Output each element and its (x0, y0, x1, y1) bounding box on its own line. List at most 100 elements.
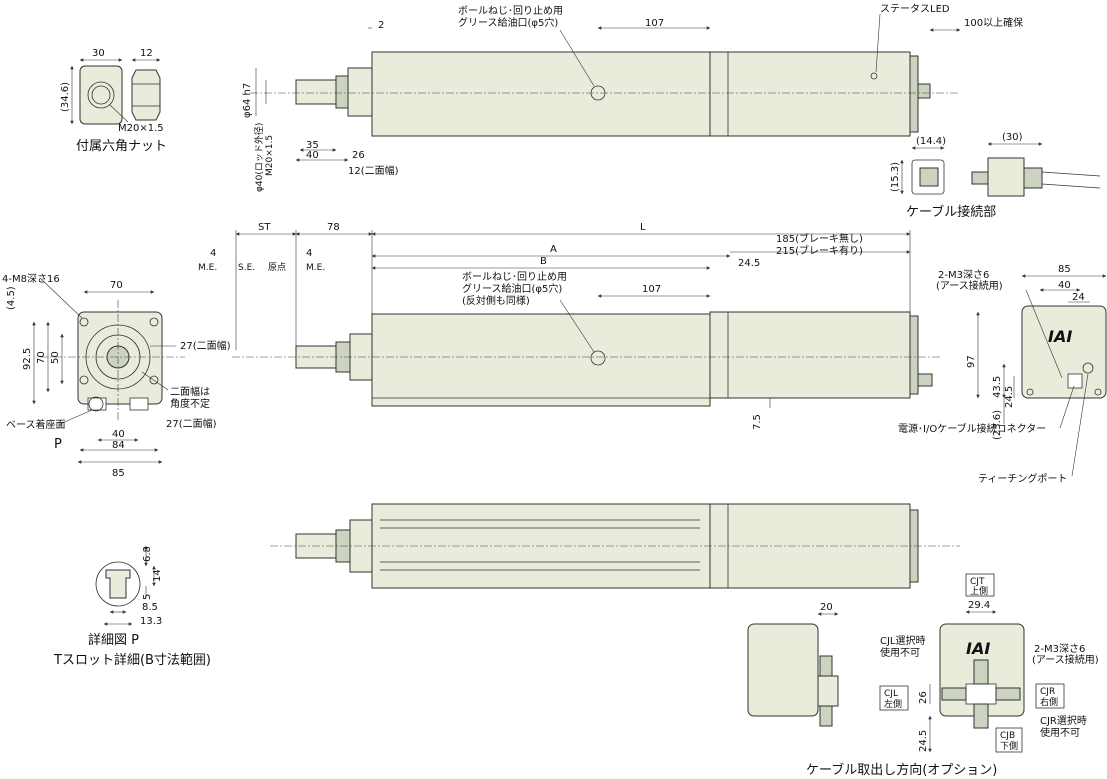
top-cover (909, 55, 919, 133)
top-dim-107: 107 (645, 18, 664, 29)
side-dim-107: 107 (642, 284, 661, 295)
conn-dim-15-3: (15.3) (890, 162, 901, 192)
opt-cjr-1: CJR (1040, 687, 1055, 697)
opt-cable-left (941, 687, 967, 701)
side-grease-2: グリース給油口(φ5穴) (462, 282, 562, 295)
rear-dim-43-5: 43.5 (992, 376, 1003, 398)
conn-dim-14-4: (14.4) (916, 136, 946, 147)
rear-dim-97: 97 (966, 355, 977, 368)
detail-dim-5: 5 (142, 594, 153, 600)
nut-dim-12: 12 (140, 48, 153, 59)
opt-cjb-1: CJB (1000, 731, 1015, 741)
nut-dim-34-6: (34.6) (60, 82, 71, 112)
top-grease-note-2: グリース給油口(φ5穴) (458, 16, 558, 29)
front-dim-27a: 27(二面幅) (180, 339, 231, 352)
side-view: ST 78 L 4 4 M.E. S.E. 原点 M.E. A B 185(ブレ… (198, 222, 940, 430)
side-dim-7-5: 7.5 (752, 414, 763, 430)
top-flange (347, 67, 373, 117)
rear-dim-85: 85 (1058, 264, 1071, 275)
front-note-1: 二面幅は (170, 385, 210, 398)
front-dim-84: 84 (112, 440, 125, 451)
detail-t-slot (105, 569, 131, 599)
opt-cjb-box (995, 727, 1023, 753)
opt-cjr-box (1035, 683, 1065, 709)
top-dim-100: 100以上確保 (964, 16, 1023, 29)
side-grease-1: ボールねじ･回り止め用 (462, 271, 567, 283)
opt-cable-top (973, 659, 989, 685)
side-dim-78: 78 (327, 222, 340, 233)
top-dim-26: 26 (352, 150, 365, 161)
side-origin: 原点 (268, 262, 286, 273)
rear-m3-2: (アース接続用) (936, 279, 1003, 292)
bottom-view (270, 503, 960, 589)
conn-dim-30: (30) (1002, 132, 1023, 143)
nut-dim-m20: M20×1.5 (118, 123, 164, 134)
top-dim-2: 2 (378, 20, 384, 31)
top-dim-m20: M20×1.5 (265, 135, 275, 176)
opt-dim-26: 26 (918, 691, 929, 704)
detail-caption-1: 詳細図 P (88, 632, 139, 648)
nut-caption: 付属六角ナット (76, 139, 167, 154)
front-note-2: 角度不定 (170, 397, 210, 410)
detail-p-view: 6.8 14 5 8.5 13.3 詳細図 P Tスロット詳細(B寸法範囲) (53, 545, 211, 668)
detail-dim-6-8: 6.8 (142, 546, 153, 562)
front-dim-4-5: (4.5) (6, 286, 17, 310)
option-side-body (747, 623, 819, 717)
side-dim-4a: 4 (210, 248, 216, 259)
nut-front-shape (79, 65, 123, 125)
rear-plate (1021, 305, 1107, 399)
side-dim-24-5: 24.5 (738, 258, 760, 269)
side-grease-hole (590, 350, 606, 366)
top-dim-35: 35 (306, 140, 319, 151)
top-dim-12: 12(二面幅) (348, 164, 399, 177)
opt-m3-2: (アース接続用) (1032, 653, 1099, 666)
side-grease-3: (反対側も同様) (462, 294, 530, 307)
side-brake-1: 185(ブレーキ無し) (776, 232, 863, 245)
opt-cjl-box (879, 685, 909, 711)
front-dim-92-5: 92.5 (22, 348, 33, 370)
detail-caption-2: Tスロット詳細(B寸法範囲) (53, 652, 211, 668)
rear-dim-40: 40 (1058, 280, 1071, 291)
rear-connector (1067, 373, 1083, 389)
top-status-led-label: ステータスLED (880, 3, 950, 15)
opt-cjr-2: 右側 (1040, 696, 1058, 708)
top-dim-phi40: φ40(ロッド外径) (253, 123, 265, 192)
nut-dim-30: 30 (92, 48, 105, 59)
front-dim-85: 85 (112, 468, 125, 479)
rear-logo: IAI (1048, 327, 1072, 346)
top-dim-phi64: φ64 h7 (242, 83, 253, 118)
front-dim-70-side: 70 (36, 351, 47, 364)
opt-cjr-note-1: CJR選択時 (1040, 714, 1087, 727)
side-tube (371, 313, 711, 407)
opt-connector (965, 683, 997, 705)
opt-dim-29-4: 29.4 (968, 600, 990, 611)
front-view: 4-M8深さ16 70 (4.5) 92.5 70 50 27(二面幅) 二面幅… (2, 273, 231, 479)
detail-p-circle (95, 561, 141, 607)
front-p-label: P (54, 437, 62, 452)
front-dim-40: 40 (112, 429, 125, 440)
opt-caption: ケーブル取出し方向(オプション) (806, 762, 997, 778)
side-dim-a: A (550, 244, 557, 255)
nut-thread-outer (87, 81, 115, 109)
side-brake-2: 215(ブレーキ有り) (776, 244, 863, 257)
cable-options-view: 20 IAI CJT 上側 29.4 CJL選択時 使用不可 2-M3深さ6 (… (747, 573, 1099, 778)
opt-cable-right (995, 687, 1021, 701)
top-rod-nut (335, 75, 349, 109)
opt-m3-1: 2-M3深さ6 (1034, 643, 1085, 655)
side-me1: M.E. (198, 263, 217, 273)
rear-dim-24: 24 (1072, 292, 1085, 303)
side-me2: M.E. (306, 263, 325, 273)
top-motor (709, 51, 911, 137)
side-dim-st: ST (258, 222, 271, 233)
cable-connection-view: (14.4) (15.3) (30) ケーブル接続部 (890, 132, 1101, 220)
rear-teaching-port (1082, 362, 1094, 374)
front-base: ベース着座面 (6, 418, 66, 431)
rear-view: IAI 85 40 24 2-M3深さ6 (アース接続用) 97 43.5 24… (898, 264, 1107, 485)
opt-cjl-2: 左側 (884, 698, 902, 710)
detail-dim-14: 14 (152, 569, 163, 582)
side-motor (709, 311, 911, 399)
opt-cjr-note-2: 使用不可 (1040, 726, 1080, 739)
side-dim-b: B (540, 256, 547, 267)
opt-dim-20: 20 (820, 602, 833, 613)
front-holes: 4-M8深さ16 (2, 273, 60, 285)
